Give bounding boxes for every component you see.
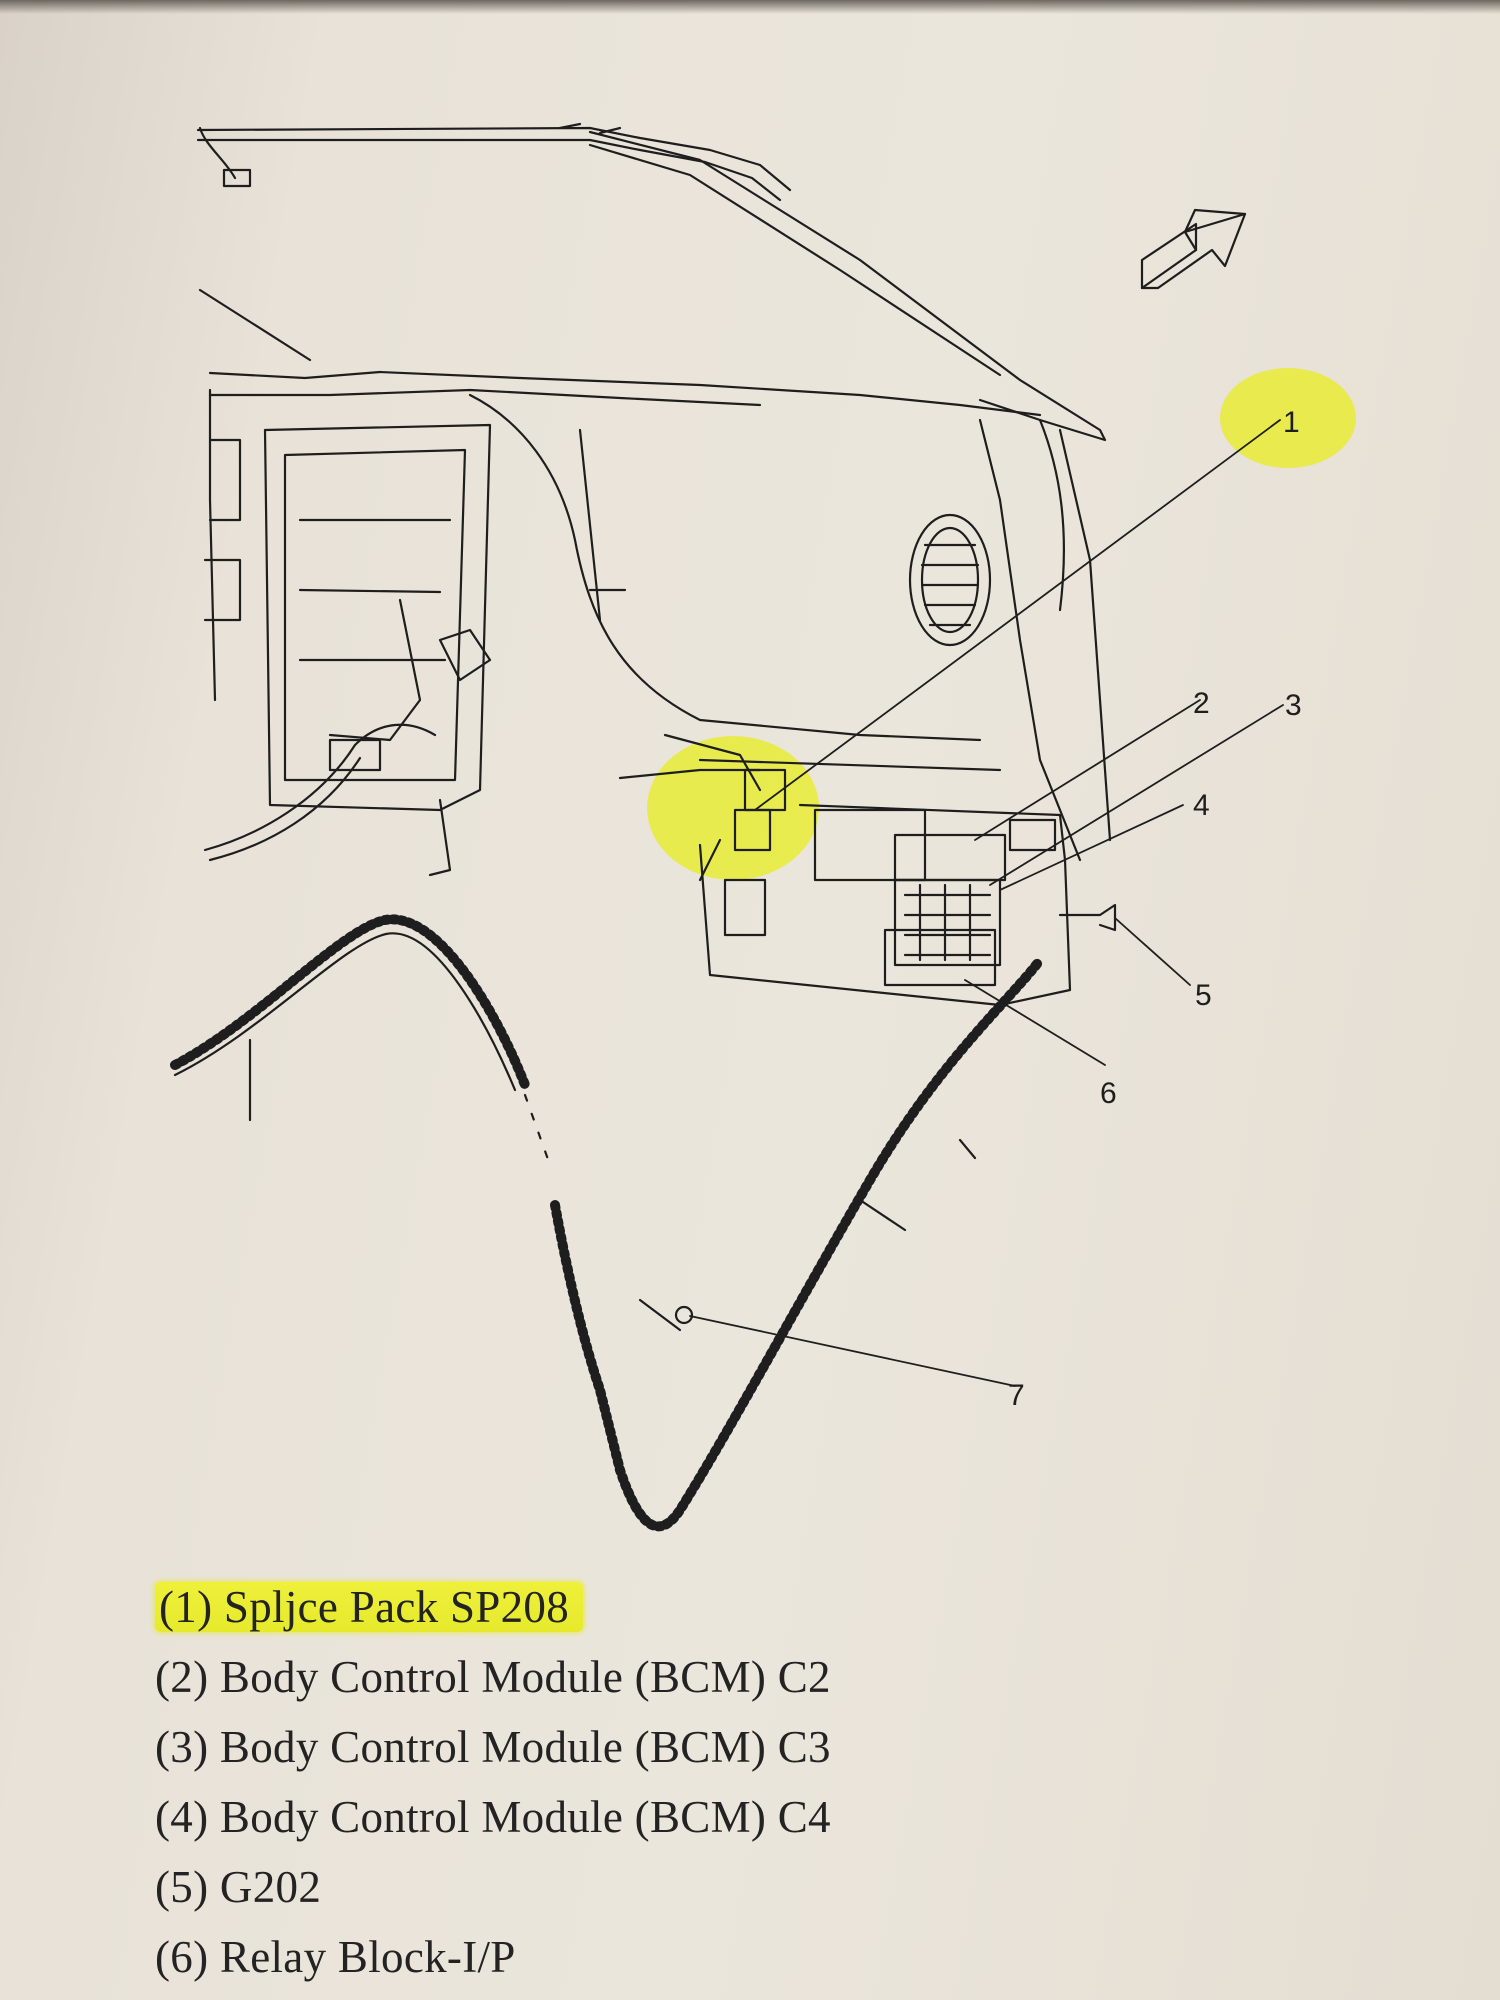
legend-item-5: (5) G202 [155,1862,322,1912]
legend-item-2: (2) Body Control Module (BCM) C2 [155,1652,831,1702]
callout-1: 1 [1283,406,1300,439]
callout-leaders [689,419,1284,1387]
callout-labels: 1 2 3 4 5 6 7 [1008,406,1302,1412]
legend-item-6: (6) Relay Block-I/P [155,1932,516,1982]
legend-item: (1) Spljce Pack SP208 [155,1572,1055,1642]
callout-7: 7 [1008,1379,1025,1412]
legend-item-3: (3) Body Control Module (BCM) C3 [155,1722,831,1772]
legend-item-4: (4) Body Control Module (BCM) C4 [155,1792,831,1842]
instrument-panel [198,288,1112,862]
lower-coiled-harness [170,914,1045,1532]
highlight-callout-1 [1220,368,1356,468]
callout-3: 3 [1285,689,1302,722]
callout-6: 6 [1100,1077,1117,1110]
left-harness [203,628,492,877]
callout-4: 4 [1193,789,1210,822]
splice-pack-sp208 [618,733,787,882]
component-legend: (1) Spljce Pack SP208 (2) Body Control M… [155,1572,1055,1992]
direction-arrow-icon [1140,208,1247,290]
callout-2: 2 [1193,687,1210,720]
upper-harness [196,122,792,202]
legend-item-1: (1) Spljce Pack SP208 [155,1582,584,1632]
a-pillar [588,130,1107,612]
callout-5: 5 [1195,979,1212,1012]
highlight-splice-pack [647,736,819,880]
page-edge-shadow [0,0,1500,14]
